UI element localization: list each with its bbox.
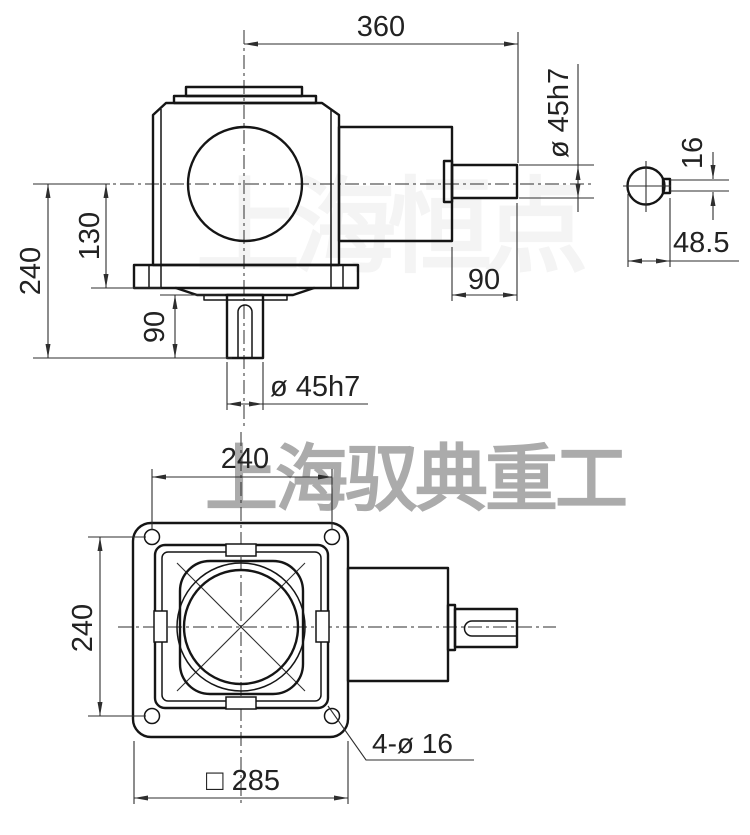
bottom-boss-step	[203, 295, 288, 301]
bolt-hole	[143, 528, 161, 546]
dim-text-360: 360	[357, 11, 405, 43]
dim-text-holes: 4-ø 16	[372, 728, 453, 759]
worm-gear-bore	[186, 125, 304, 243]
dim-text-240-top: 240	[221, 443, 269, 475]
shaft-section-view	[623, 161, 672, 212]
plan-view	[118, 432, 556, 806]
front-dimensions: 360 ø 45h7 16 48.5 90	[15, 11, 739, 410]
dim-text-16: 16	[677, 137, 709, 169]
bore-boss-circle	[176, 562, 306, 692]
bore-circle-plan	[182, 568, 300, 686]
bolt-hole	[323, 528, 341, 546]
output-shaft-keyway	[237, 304, 253, 358]
diagonal-line	[176, 562, 306, 692]
plan-dimensions: 240 240 4-ø 16 □ 285	[67, 443, 474, 804]
dim-text-240-left: 240	[67, 604, 99, 652]
mounting-flange	[132, 263, 360, 290]
dim-text-90-input: 90	[468, 264, 500, 296]
dim-text-240: 240	[15, 247, 47, 295]
edge-tab-bottom	[225, 696, 257, 710]
watermark-light: 上海恒点	[196, 170, 588, 286]
input-housing-plan	[346, 566, 450, 683]
input-shaft-plan	[453, 607, 519, 649]
bolt-hole	[143, 707, 161, 725]
dim-text-485: 48.5	[673, 227, 729, 259]
bearing-boss-plan	[178, 559, 305, 696]
dim-text-130: 130	[74, 212, 106, 260]
output-shaft	[225, 293, 265, 360]
edge-tab-top	[225, 543, 257, 557]
front-view	[95, 30, 592, 430]
bolt-hole	[323, 707, 341, 725]
dim-text-90-output: 90	[139, 311, 171, 343]
edge-tab-left	[153, 610, 168, 643]
dim-text-output-dia: ø 45h7	[270, 371, 360, 403]
input-shaft-keyway-plan	[463, 620, 517, 637]
dim-text-285: □ 285	[206, 765, 280, 797]
dim-text-input-dia: ø 45h7	[543, 68, 575, 158]
input-shaft	[450, 163, 519, 200]
edge-tab-right	[315, 610, 330, 643]
watermark-gray: 上海驭典重工	[205, 439, 628, 520]
leader-line-holes	[327, 705, 474, 761]
